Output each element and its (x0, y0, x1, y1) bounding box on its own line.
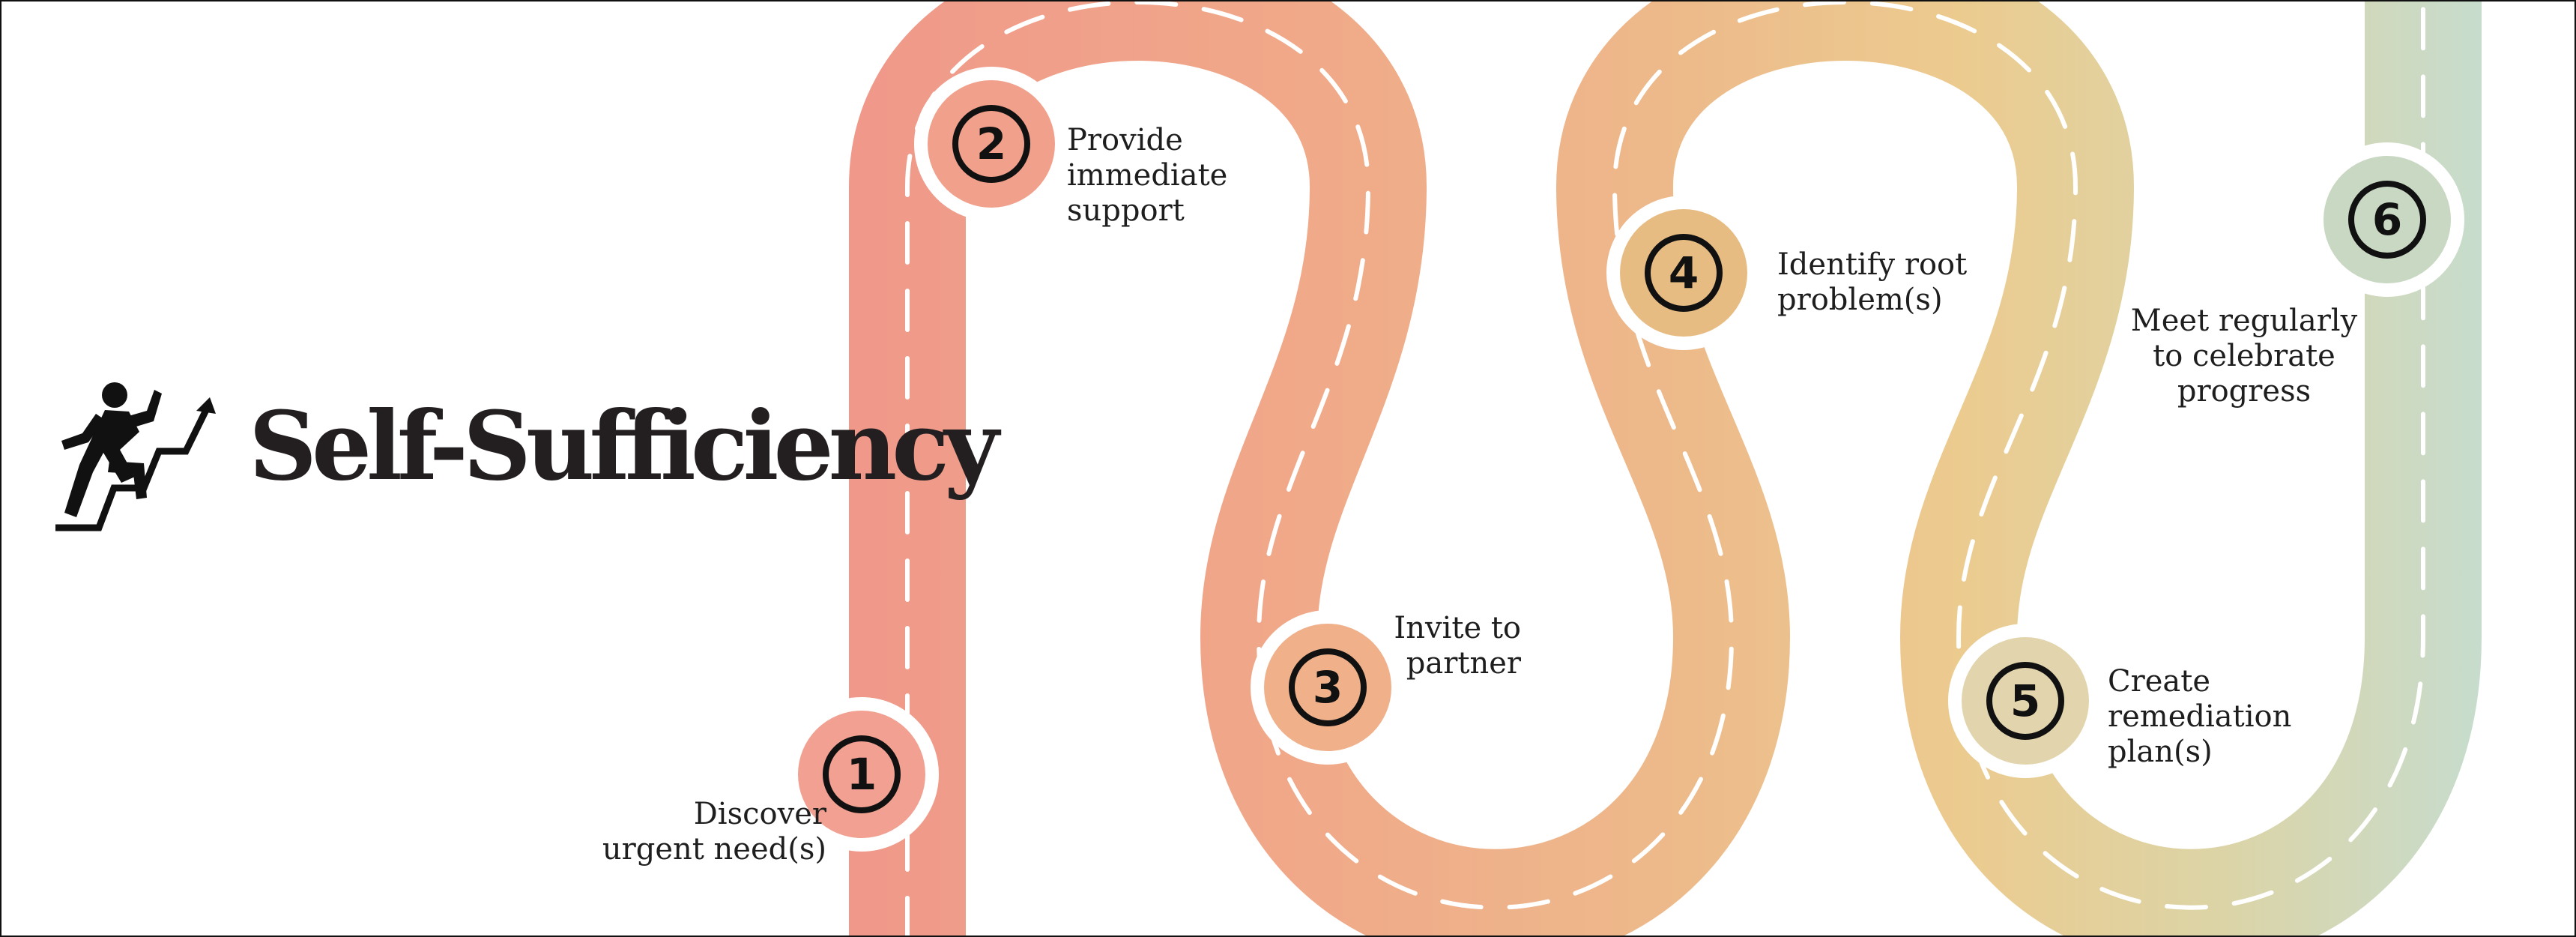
step-6-label-line: progress (2177, 374, 2312, 409)
step-2-marker: 2 (914, 67, 1068, 221)
step-2-label-line: immediate (1067, 158, 1228, 193)
step-4-marker: 4 (1606, 196, 1761, 350)
person-climbing-stairs-icon (55, 382, 216, 531)
step-2-label: Provide immediate support (1067, 123, 1227, 229)
step-4-label-line: problem(s) (1777, 283, 1943, 317)
step-4-label-line: Identify root (1777, 247, 1968, 282)
step-6-label-line: to celebrate (2153, 339, 2335, 373)
marker-disc (1620, 209, 1747, 337)
number-badge (1289, 648, 1367, 726)
step-6-label-line: Meet regularly (2130, 304, 2358, 338)
step-number: 4 (1669, 247, 1699, 298)
step-number: 5 (2010, 675, 2040, 726)
step-1-marker: 1 (784, 697, 939, 852)
step-3-marker: 3 (1251, 610, 1405, 765)
step-1-label-line: Discover (693, 797, 826, 831)
marker-disc (1264, 624, 1391, 751)
step-2-label-line: support (1067, 193, 1185, 228)
step-number: 6 (2372, 194, 2402, 245)
step-1-label: Discover urgent need(s) (539, 797, 826, 867)
step-5-label-line: remediation (2108, 699, 2292, 734)
step-number: 2 (976, 118, 1006, 169)
step-6-marker: 6 (2310, 142, 2464, 297)
step-3-label-line: partner (1406, 646, 1521, 681)
marker-disc (1962, 637, 2089, 765)
step-6-label: Meet regularly to celebrate progress (2120, 304, 2368, 409)
number-badge (1986, 662, 2064, 740)
step-5-label: Create remediation plan(s) (2108, 664, 2291, 770)
number-badge (823, 735, 901, 813)
road-lane-dashes (905, 0, 2425, 937)
step-3-label-line: Invite to (1394, 611, 1521, 645)
step-number: 3 (1313, 662, 1343, 713)
step-3-label: Invite to partner (1319, 611, 1521, 681)
step-1-label-line: urgent need(s) (602, 832, 826, 867)
step-number: 1 (847, 749, 877, 800)
page-title: Self-Sufficiency (249, 391, 999, 501)
number-badge (1645, 234, 1723, 312)
marker-disc (798, 711, 925, 838)
number-badge (2348, 181, 2426, 259)
step-5-label-line: plan(s) (2108, 735, 2213, 769)
step-4-label: Identify root problem(s) (1777, 247, 1967, 318)
marker-disc (2323, 156, 2451, 283)
number-badge (952, 105, 1030, 183)
marker-disc (928, 80, 1055, 208)
step-5-label-line: Create (2108, 664, 2210, 699)
step-2-label-line: Provide (1067, 123, 1183, 157)
step-5-marker: 5 (1948, 624, 2102, 778)
